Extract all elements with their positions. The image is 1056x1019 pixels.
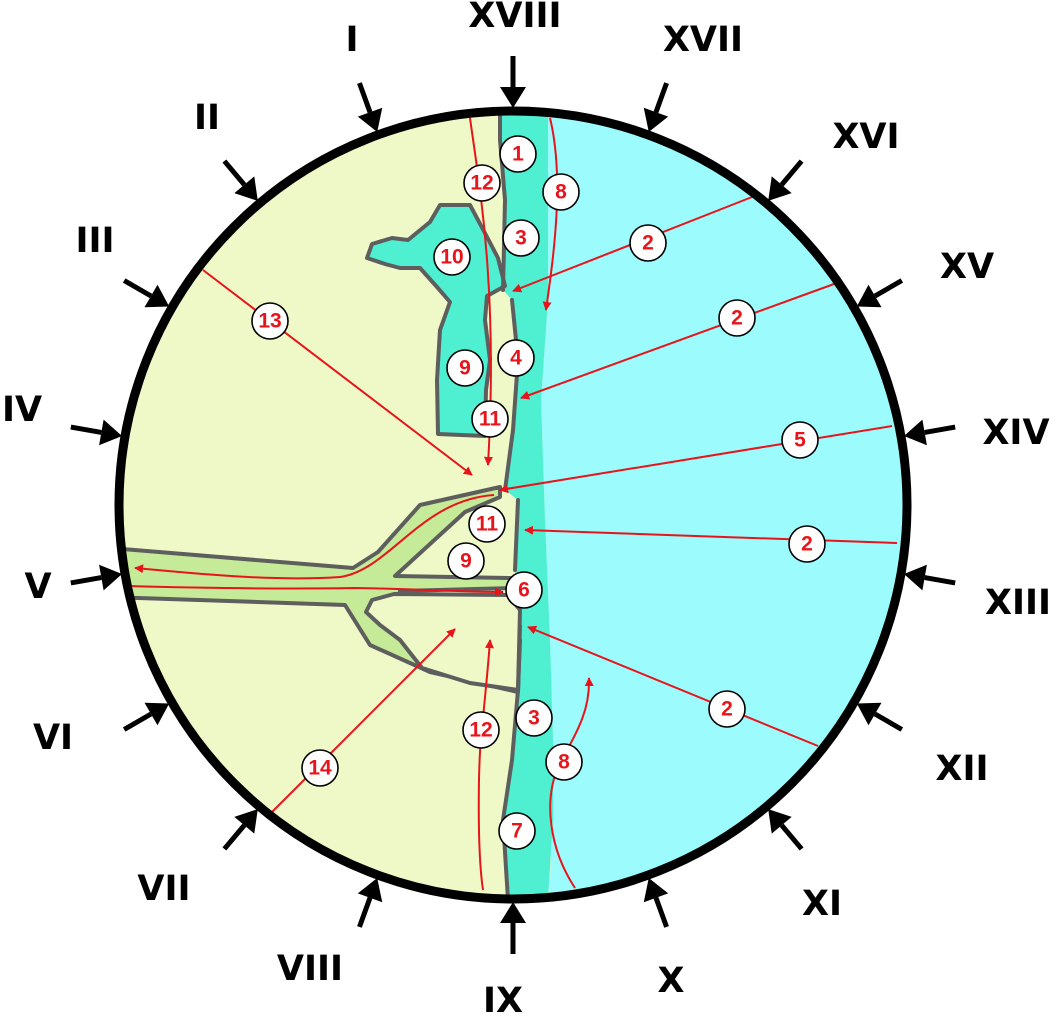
map-border: [114, 106, 912, 904]
number-label: 9: [459, 357, 471, 380]
border-arrow: [903, 564, 956, 591]
border-arrow: [856, 278, 904, 308]
number-marker: 6: [505, 571, 543, 609]
number-marker: 12: [463, 164, 501, 202]
border-label: I: [345, 20, 358, 60]
border-arrow: [500, 902, 526, 954]
number-marker: 9: [446, 349, 484, 387]
border-arrow: [643, 878, 669, 928]
flow-arrow: [134, 494, 495, 580]
border-arrow: [357, 878, 383, 928]
number-label: 14: [308, 757, 332, 780]
border-label: VI: [33, 718, 73, 758]
flow-arrow: [202, 269, 473, 476]
number-label: 8: [558, 751, 570, 774]
flow-arrow: [469, 117, 493, 466]
flow-arrow: [520, 283, 835, 400]
number-label: 11: [476, 513, 499, 536]
border-arrow: [70, 419, 123, 446]
number-label: 2: [642, 232, 654, 255]
border-arrow: [768, 159, 804, 201]
border-label: VII: [137, 869, 190, 909]
number-label: 3: [515, 227, 527, 250]
number-marker: 7: [498, 812, 536, 850]
sea-area: [541, 111, 907, 899]
number-label: 11: [479, 408, 502, 431]
number-marker: 3: [502, 219, 540, 257]
number-label: 2: [731, 307, 743, 330]
number-label: 1: [512, 143, 524, 166]
border-arrow: [903, 419, 956, 446]
number-marker: 1: [499, 135, 537, 173]
number-label: 7: [511, 820, 523, 843]
border-arrow: [643, 82, 669, 132]
number-label: 2: [801, 533, 813, 556]
number-label: 8: [555, 181, 567, 204]
border-label: V: [24, 567, 51, 607]
number-marker: 2: [708, 690, 746, 728]
border-label: XII: [935, 749, 988, 789]
border-arrow: [222, 159, 258, 201]
border-label: XV: [940, 247, 994, 287]
number-label: 9: [460, 550, 472, 573]
border-label: XIII: [985, 583, 1051, 623]
number-label: 4: [510, 347, 522, 370]
border-arrow: [122, 278, 170, 308]
border-label: II: [194, 98, 220, 138]
number-marker: 11: [471, 400, 509, 438]
number-label: 3: [528, 707, 540, 730]
number-marker: 10: [433, 238, 471, 276]
border-arrows: [70, 56, 956, 954]
number-marker: 5: [781, 421, 819, 459]
number-label: 6: [518, 579, 530, 602]
number-label: 5: [794, 429, 806, 452]
border-label: IX: [483, 981, 523, 1019]
number-marker: 13: [251, 302, 289, 340]
number-label: 10: [440, 246, 463, 269]
number-marker: 2: [788, 525, 826, 563]
border-label: XIV: [982, 413, 1049, 453]
border-label: IV: [2, 390, 42, 430]
flow-arrows: [127, 117, 898, 891]
number-marker: 4: [497, 339, 535, 377]
border-label: XVI: [832, 117, 899, 157]
number-marker: 2: [629, 224, 667, 262]
flow-arrow: [127, 585, 504, 597]
number-marker: 12: [462, 711, 500, 749]
border-label: XVIII: [468, 0, 561, 36]
border-label: III: [75, 221, 114, 261]
number-marker: 8: [542, 173, 580, 211]
border-arrow: [122, 702, 170, 732]
flow-arrow: [527, 625, 819, 747]
border-label: XVII: [663, 20, 743, 60]
number-marker: 2: [718, 299, 756, 337]
flow-arrow: [524, 525, 898, 544]
border-arrow: [856, 702, 904, 732]
number-label: 13: [258, 310, 281, 333]
flow-arrow: [542, 117, 559, 311]
number-marker: 9: [447, 542, 485, 580]
border-arrow: [70, 564, 123, 591]
border-label: X: [658, 961, 685, 1001]
border-arrow: [768, 809, 804, 851]
border-label: XI: [802, 884, 842, 924]
border-label: VIII: [277, 949, 343, 989]
number-marker: 11: [468, 505, 506, 543]
flow-arrow: [271, 628, 456, 813]
number-marker: 14: [301, 749, 339, 787]
number-marker: 3: [515, 699, 553, 737]
number-marker: 8: [545, 743, 583, 781]
number-label: 2: [721, 698, 733, 721]
flow-arrow: [499, 425, 893, 494]
border-arrow: [222, 809, 258, 851]
number-label: 12: [470, 172, 493, 195]
border-arrow: [357, 82, 383, 132]
number-label: 12: [469, 719, 492, 742]
coastline: [498, 111, 522, 899]
border-arrow: [500, 56, 526, 108]
